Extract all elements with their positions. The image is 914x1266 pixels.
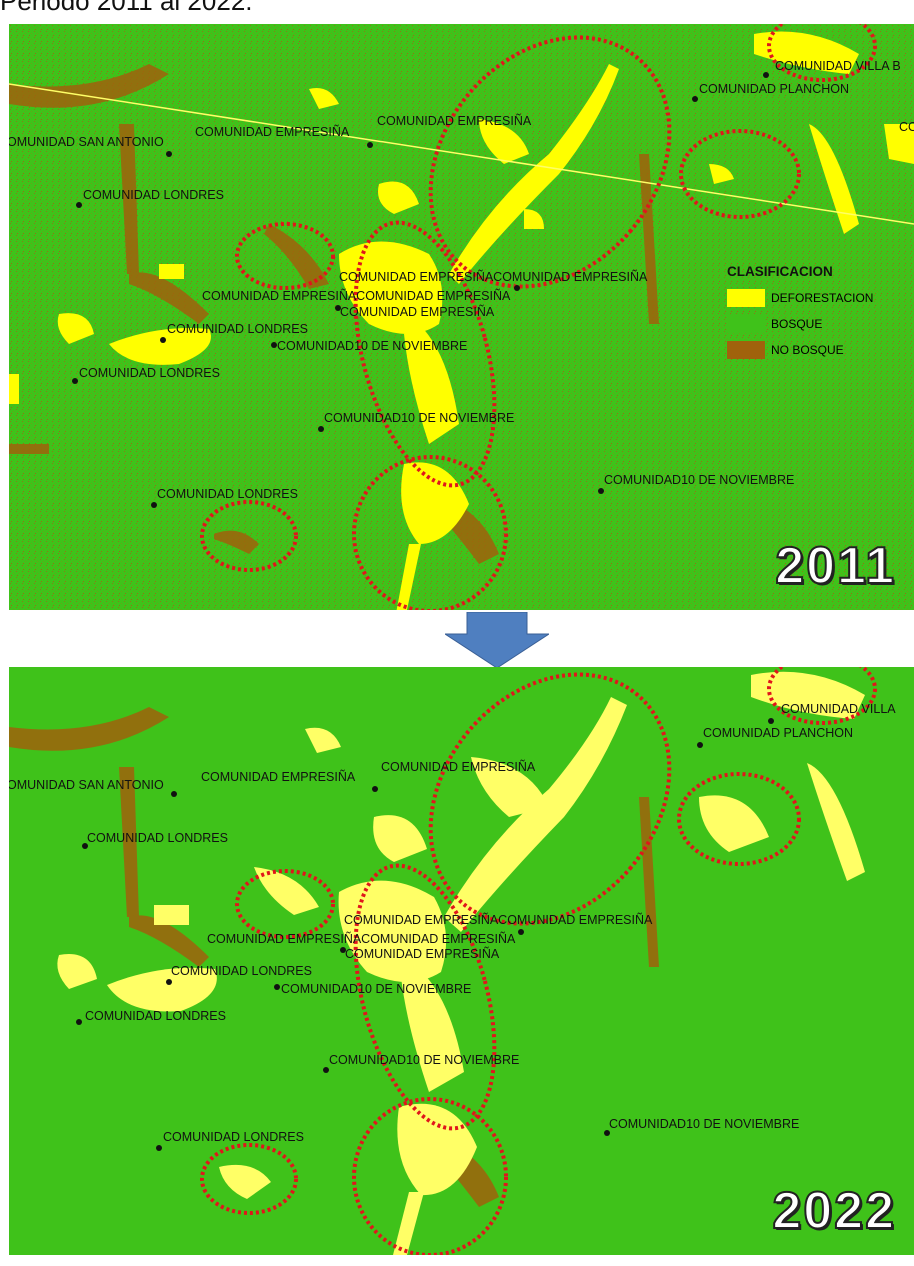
page-heading: Periodo 2011 al 2022.: [0, 0, 253, 16]
community-point: [518, 929, 524, 935]
legend-label: BOSQUE: [771, 317, 823, 331]
legend-swatch: [727, 315, 765, 333]
community-label: COMUNIDAD VILLA B: [775, 59, 901, 73]
community-point: [160, 337, 166, 343]
community-point: [323, 1067, 329, 1073]
map-2022: COMUNIDAD VILLA COMUNIDAD PLANCHON COMUN…: [9, 667, 914, 1255]
community-label: COMUNIDAD EMPRESIÑACOMUNIDAD EMPRESIÑA: [339, 270, 648, 284]
community-point: [318, 426, 324, 432]
community-label: COMUNIDAD LONDRES: [167, 322, 308, 336]
legend-title: CLASIFICACION: [727, 264, 833, 279]
community-label: COMUNIDAD PLANCHON: [699, 82, 850, 96]
community-point: [514, 285, 520, 291]
community-point: [76, 202, 82, 208]
community-point: [367, 142, 373, 148]
community-point: [692, 96, 698, 102]
legend-swatch: [727, 289, 765, 307]
community-point: [274, 984, 280, 990]
community-label: COMUNIDAD EMPRESIÑA: [381, 760, 536, 774]
community-point: [697, 742, 703, 748]
community-point: [72, 378, 78, 384]
community-point: [166, 979, 172, 985]
legend-swatch: [727, 341, 765, 359]
land-cover-raster-2022: [9, 667, 914, 1255]
community-point: [156, 1145, 162, 1151]
community-label: COMUNIDAD LONDRES: [85, 1009, 226, 1023]
community-label: COMUNIDAD EMPRESIÑA: [201, 770, 356, 784]
community-label: COMUNIDAD LONDRES: [83, 188, 224, 202]
community-point: [271, 342, 277, 348]
community-point: [151, 502, 157, 508]
community-point: [763, 72, 769, 78]
arrow-down-icon: [445, 612, 549, 668]
community-label: COMUNIDAD PLANCHON: [703, 726, 854, 740]
community-label: COMUNIDAD EMPRESIÑA: [195, 125, 350, 139]
community-label: COMUNIDAD VILLA: [781, 702, 896, 716]
community-label: COMUNIDAD LONDRES: [171, 964, 312, 978]
community-label: COMUNIDAD LONDRES: [79, 366, 220, 380]
community-point: [604, 1130, 610, 1136]
legend-item-deforestation: DEFORESTACION: [727, 285, 873, 311]
year-badge: 2011: [774, 536, 896, 596]
community-label: COMUNIDAD LONDRES: [87, 831, 228, 845]
community-label: COMUNIDAD EMPRESIÑACOMUNIDAD EMPRESIÑA: [344, 913, 653, 927]
community-label: OMUNIDAD SAN ANTONIO: [9, 778, 164, 792]
map-legend: CLASIFICACION DEFORESTACION BOSQUE NO BO…: [727, 264, 873, 363]
community-label: COMUNIDAD10 DE NOVIEMBRE: [329, 1053, 520, 1067]
community-point: [166, 151, 172, 157]
community-label: COMUNIDAD10 DE NOVIEMBRE: [609, 1117, 800, 1131]
community-label: OMUNIDAD SAN ANTONIO: [9, 135, 164, 149]
community-label: COMUNIDAD10 DE NOVIEMBRE: [277, 339, 468, 353]
community-label: COMUNIDAD EMPRESIÑACOMUNIDAD EMPRESIÑA: [202, 289, 511, 303]
map-2011: COMUNIDAD VILLA B COMUNIDAD PLANCHON COM…: [9, 24, 914, 610]
community-label: COMUNIDAD EMPRESIÑA: [340, 305, 495, 319]
community-point: [82, 843, 88, 849]
legend-item-forest: BOSQUE: [727, 311, 873, 337]
community-label: COMUNIDAD EMPRESIÑACOMUNIDAD EMPRESIÑA: [207, 932, 516, 946]
community-point: [171, 791, 177, 797]
legend-item-non-forest: NO BOSQUE: [727, 337, 873, 363]
community-point: [76, 1019, 82, 1025]
community-label: COMUNIDAD LONDRES: [163, 1130, 304, 1144]
community-label: COMUNIDAD EMPRESIÑA: [345, 947, 500, 961]
year-badge: 2022: [771, 1181, 896, 1241]
community-label: COMUNIDAD EMPRESIÑA: [377, 114, 532, 128]
legend-label: NO BOSQUE: [771, 343, 844, 357]
legend-label: DEFORESTACION: [771, 291, 874, 305]
community-label: COMUNIDAD LONDRES: [157, 487, 298, 501]
community-label: COMUNIDAD10 DE NOVIEMBRE: [281, 982, 472, 996]
community-label: COMUNIDAD10 DE NOVIEMBRE: [604, 473, 795, 487]
community-point: [372, 786, 378, 792]
community-point: [340, 947, 346, 953]
community-point: [598, 488, 604, 494]
community-point: [335, 305, 341, 311]
community-label: COMUNIDAD10 DE NOVIEMBRE: [324, 411, 515, 425]
community-label: CO: [899, 120, 914, 134]
community-point: [768, 718, 774, 724]
